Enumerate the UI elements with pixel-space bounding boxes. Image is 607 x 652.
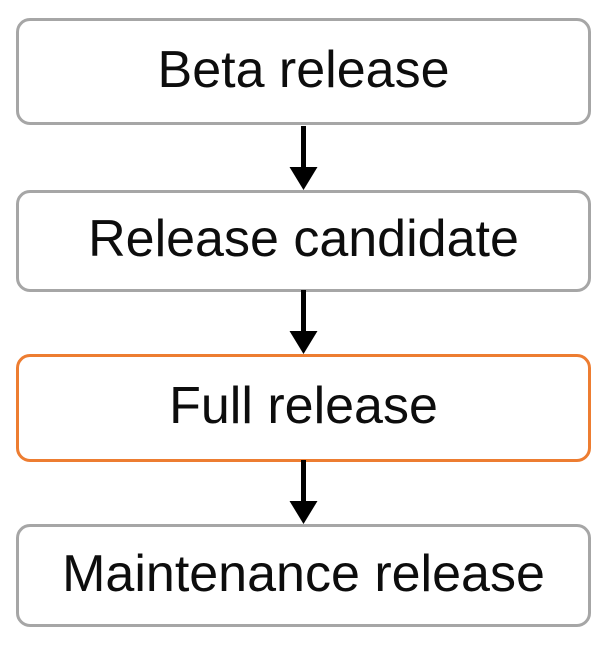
down-arrow-connector <box>285 460 322 524</box>
down-arrow-icon <box>289 290 318 354</box>
flow-node-label: Release candidate <box>88 210 519 268</box>
flow-node-label: Full release <box>169 377 438 435</box>
flow-node-maintenance-release: Maintenance release <box>16 524 591 627</box>
down-arrow-connector <box>285 290 322 354</box>
flow-node-release-candidate: Release candidate <box>16 190 591 292</box>
down-arrow-icon <box>289 126 318 190</box>
flow-node-beta-release: Beta release <box>16 18 591 125</box>
down-arrow-connector <box>285 126 322 190</box>
down-arrow-icon <box>289 460 318 524</box>
flow-node-label: Beta release <box>157 40 450 99</box>
flow-node-label: Maintenance release <box>62 544 545 603</box>
flow-node-full-release: Full release <box>16 354 591 462</box>
